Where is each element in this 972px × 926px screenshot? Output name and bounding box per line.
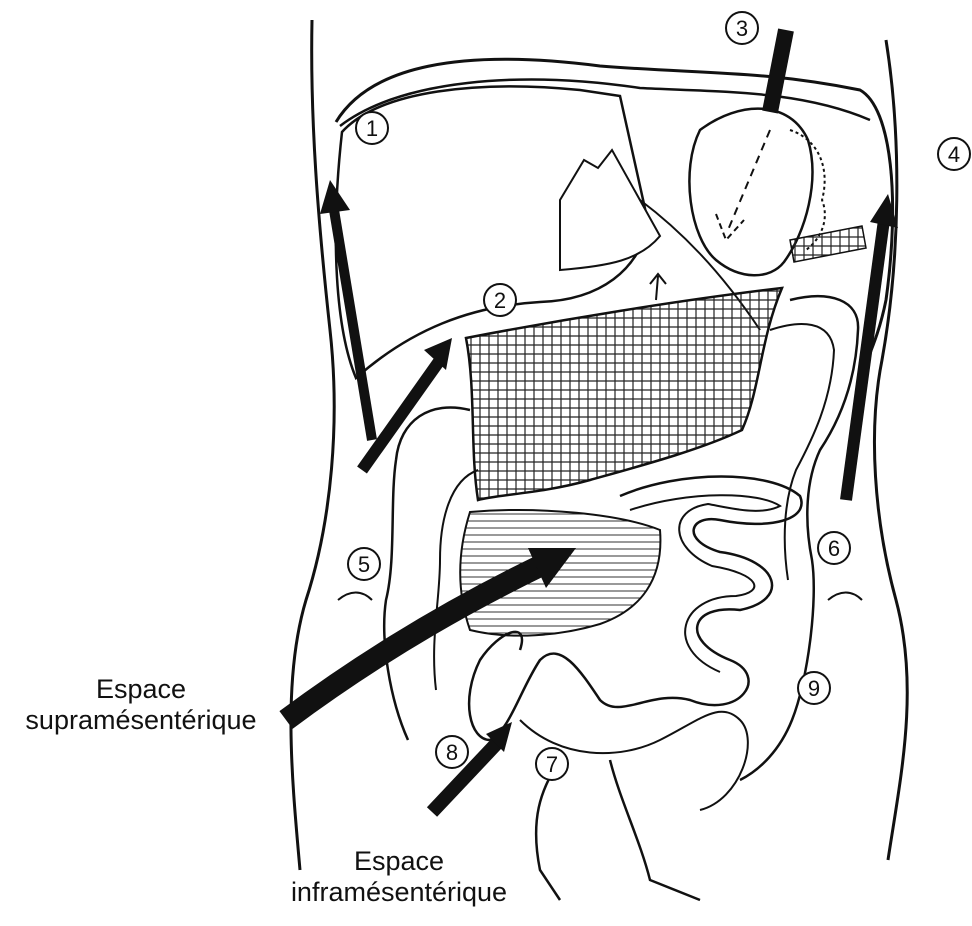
svg-text:5: 5 xyxy=(358,552,370,577)
svg-text:8: 8 xyxy=(446,740,458,765)
sigmoid-colon xyxy=(536,760,700,900)
label-infra-line2: inframésentérique xyxy=(264,877,534,908)
marker-7: 7 xyxy=(536,748,568,780)
svg-text:6: 6 xyxy=(828,536,840,561)
transverse-mesocolon xyxy=(466,288,782,500)
svg-text:7: 7 xyxy=(546,752,558,777)
hip-mark-right xyxy=(828,593,862,601)
svg-text:4: 4 xyxy=(948,142,960,167)
marker-6: 6 xyxy=(818,532,850,564)
arrow-3 xyxy=(770,30,786,112)
omentum-arrow-small xyxy=(650,274,666,300)
label-supra-line1: Espace xyxy=(6,674,276,705)
svg-text:9: 9 xyxy=(808,676,820,701)
mesentery xyxy=(460,510,660,636)
label-supra-line2: supramésentérique xyxy=(6,705,276,736)
marker-1: 1 xyxy=(356,112,388,144)
svg-text:2: 2 xyxy=(494,288,506,313)
ascending-colon xyxy=(384,407,470,740)
label-inframesenteric: Espace inframésentérique xyxy=(264,846,534,908)
svg-text:1: 1 xyxy=(366,116,378,141)
marker-3: 3 xyxy=(726,12,758,44)
svg-text:3: 3 xyxy=(736,16,748,41)
torso-left-outline xyxy=(291,20,334,870)
marker-5: 5 xyxy=(348,548,380,580)
label-infra-line1: Espace xyxy=(264,846,534,877)
marker-4: 4 xyxy=(938,138,970,170)
label-supramesenteric: Espace supramésentérique xyxy=(6,674,276,736)
marker-8: 8 xyxy=(436,736,468,768)
marker-9: 9 xyxy=(798,672,830,704)
marker-2: 2 xyxy=(484,284,516,316)
hip-mark-left xyxy=(338,593,372,601)
